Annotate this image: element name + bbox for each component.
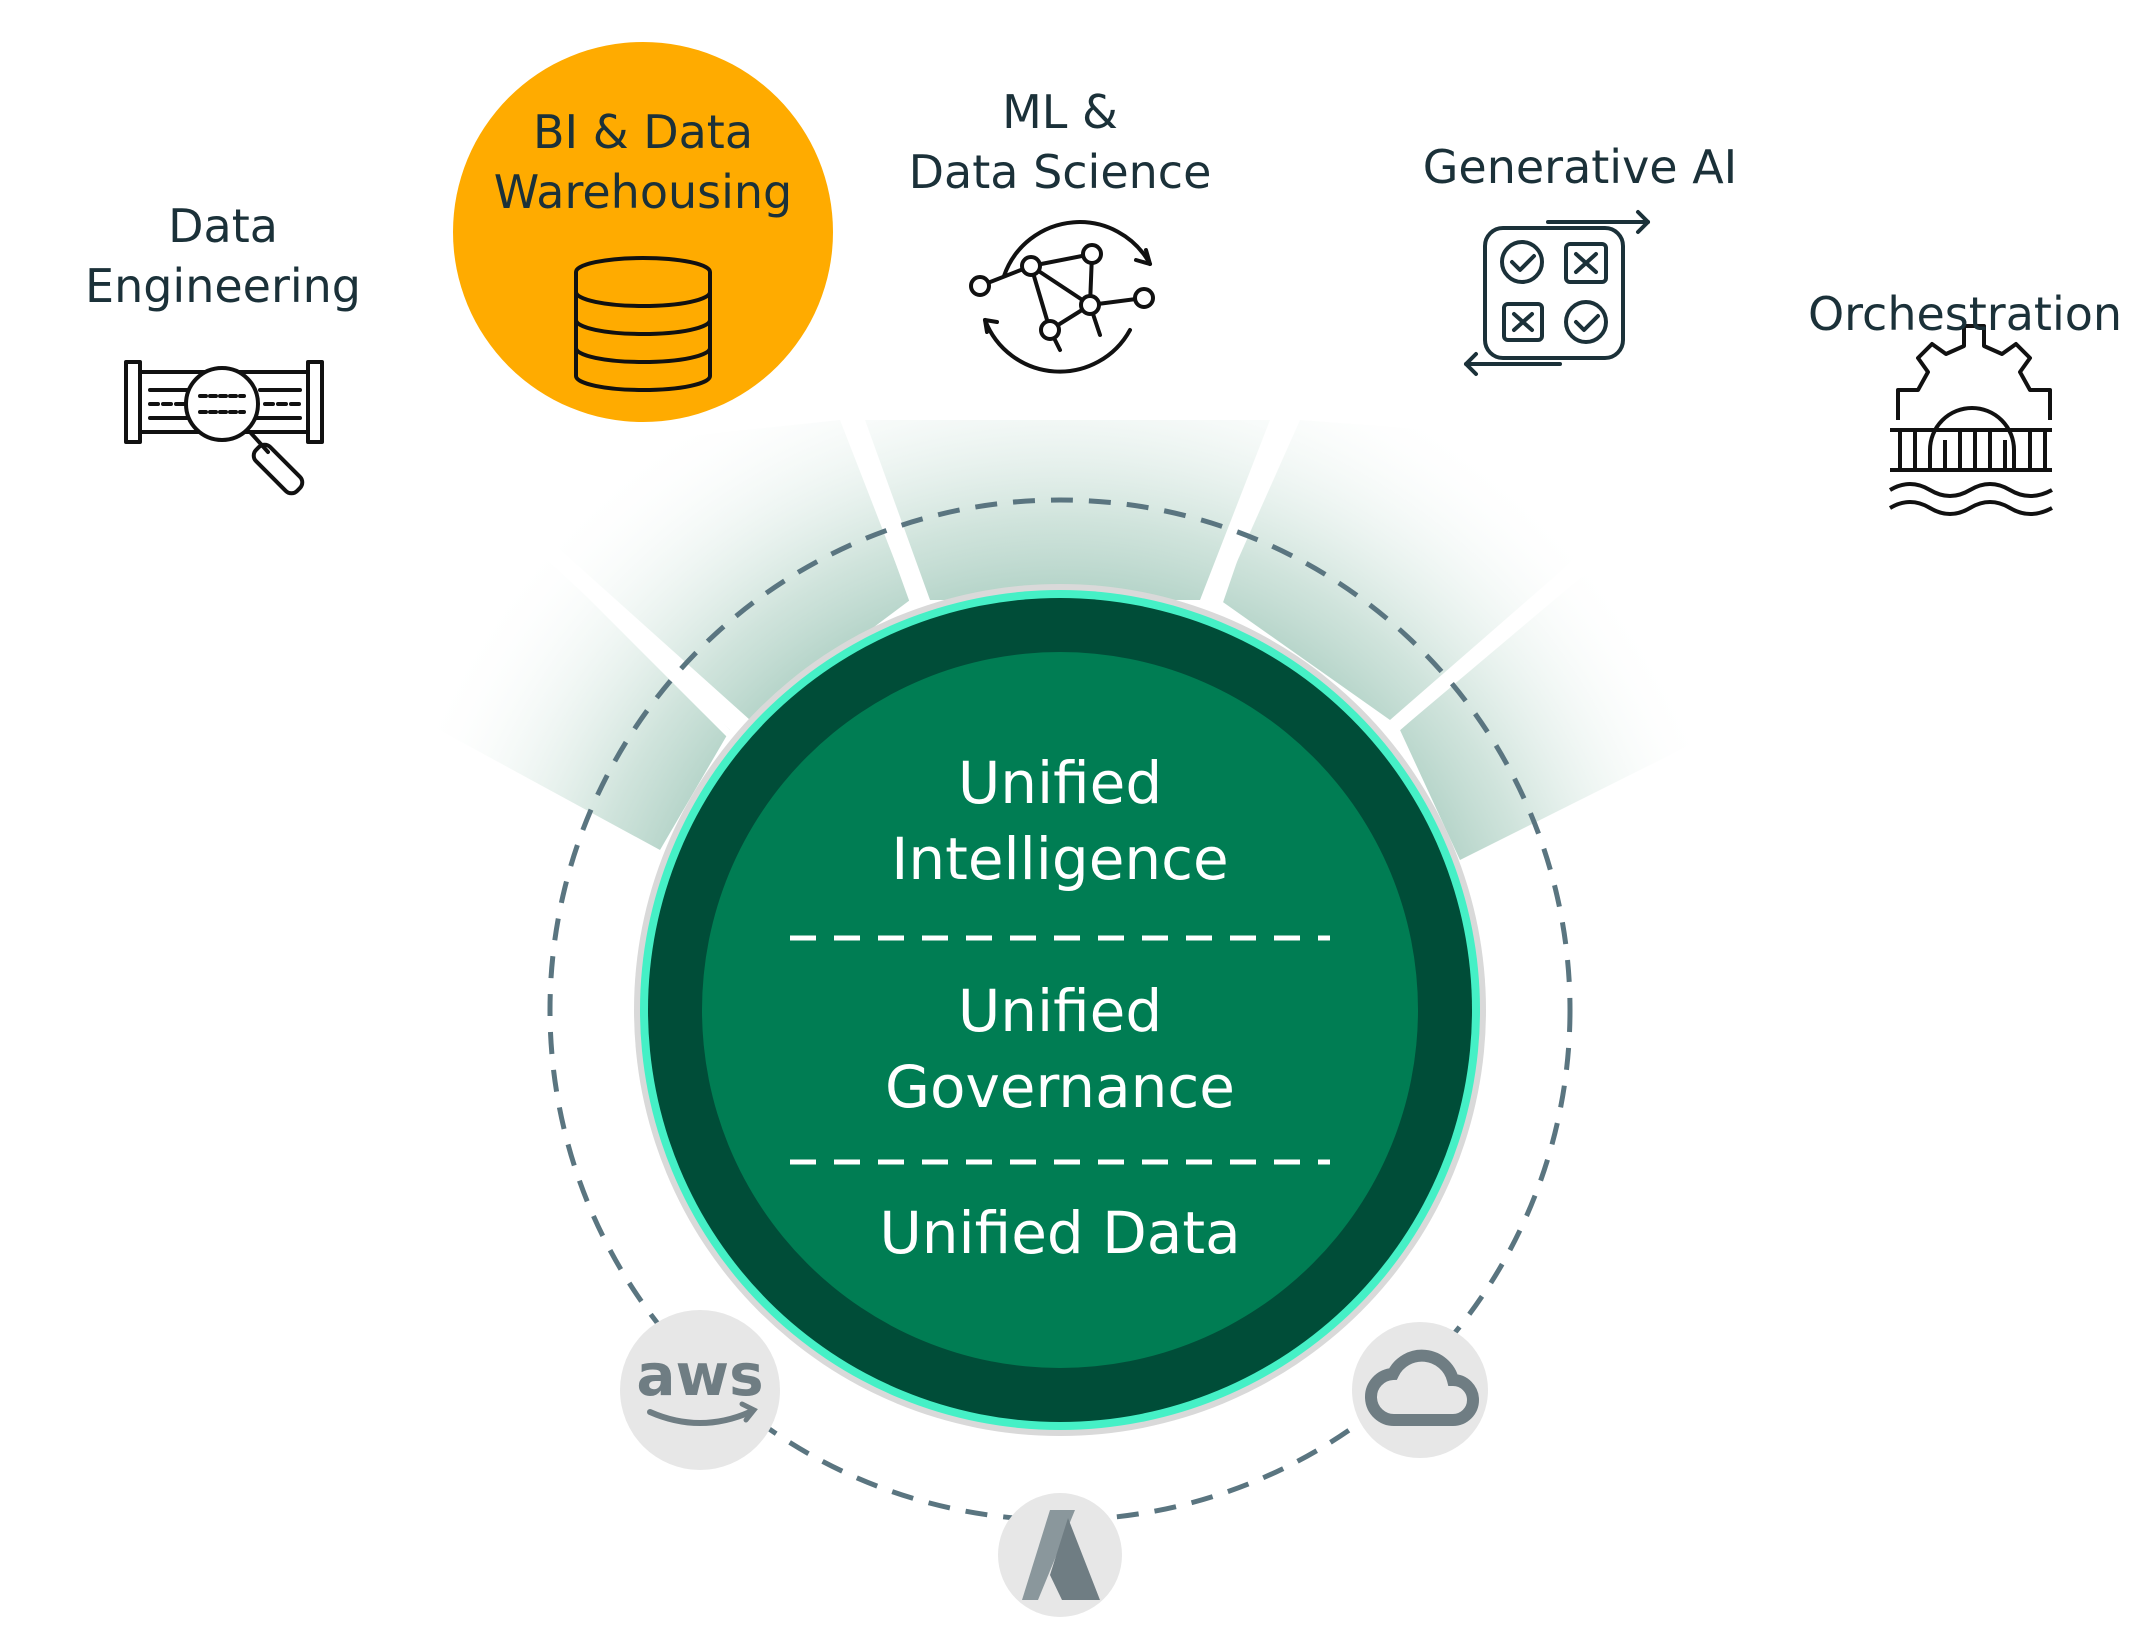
beam-fan (90, 418, 2060, 860)
azure-logo-icon (1022, 1510, 1100, 1600)
label-bi-data-warehousing: BI & Data Warehousing (493, 105, 793, 219)
label-generative-ai: Generative AI (1422, 140, 1738, 194)
google-cloud-logo-icon (1365, 1349, 1479, 1426)
core-circle (634, 584, 1486, 1436)
network-graph-icon (969, 220, 1155, 374)
tic-tac-toe-board-icon (1464, 210, 1650, 376)
layer-unified-governance: Unified Governance (885, 977, 1235, 1121)
layer-unified-intelligence: Unified Intelligence (891, 749, 1229, 893)
pipeline-search-icon (124, 360, 324, 496)
label-data-engineering: Data Engineering (85, 199, 361, 313)
bi-highlight-disc (453, 42, 833, 422)
label-ml-data-science: ML & Data Science (908, 85, 1212, 199)
label-orchestration: Orchestration (1807, 287, 2123, 341)
layer-unified-data: Unified Data (879, 1199, 1241, 1267)
gear-bridge-icon (1888, 324, 2053, 516)
database-icon (574, 256, 712, 392)
aws-badge (620, 1310, 780, 1470)
aws-logo-icon: aws (636, 1341, 764, 1426)
svg-text:aws: aws (636, 1341, 763, 1409)
